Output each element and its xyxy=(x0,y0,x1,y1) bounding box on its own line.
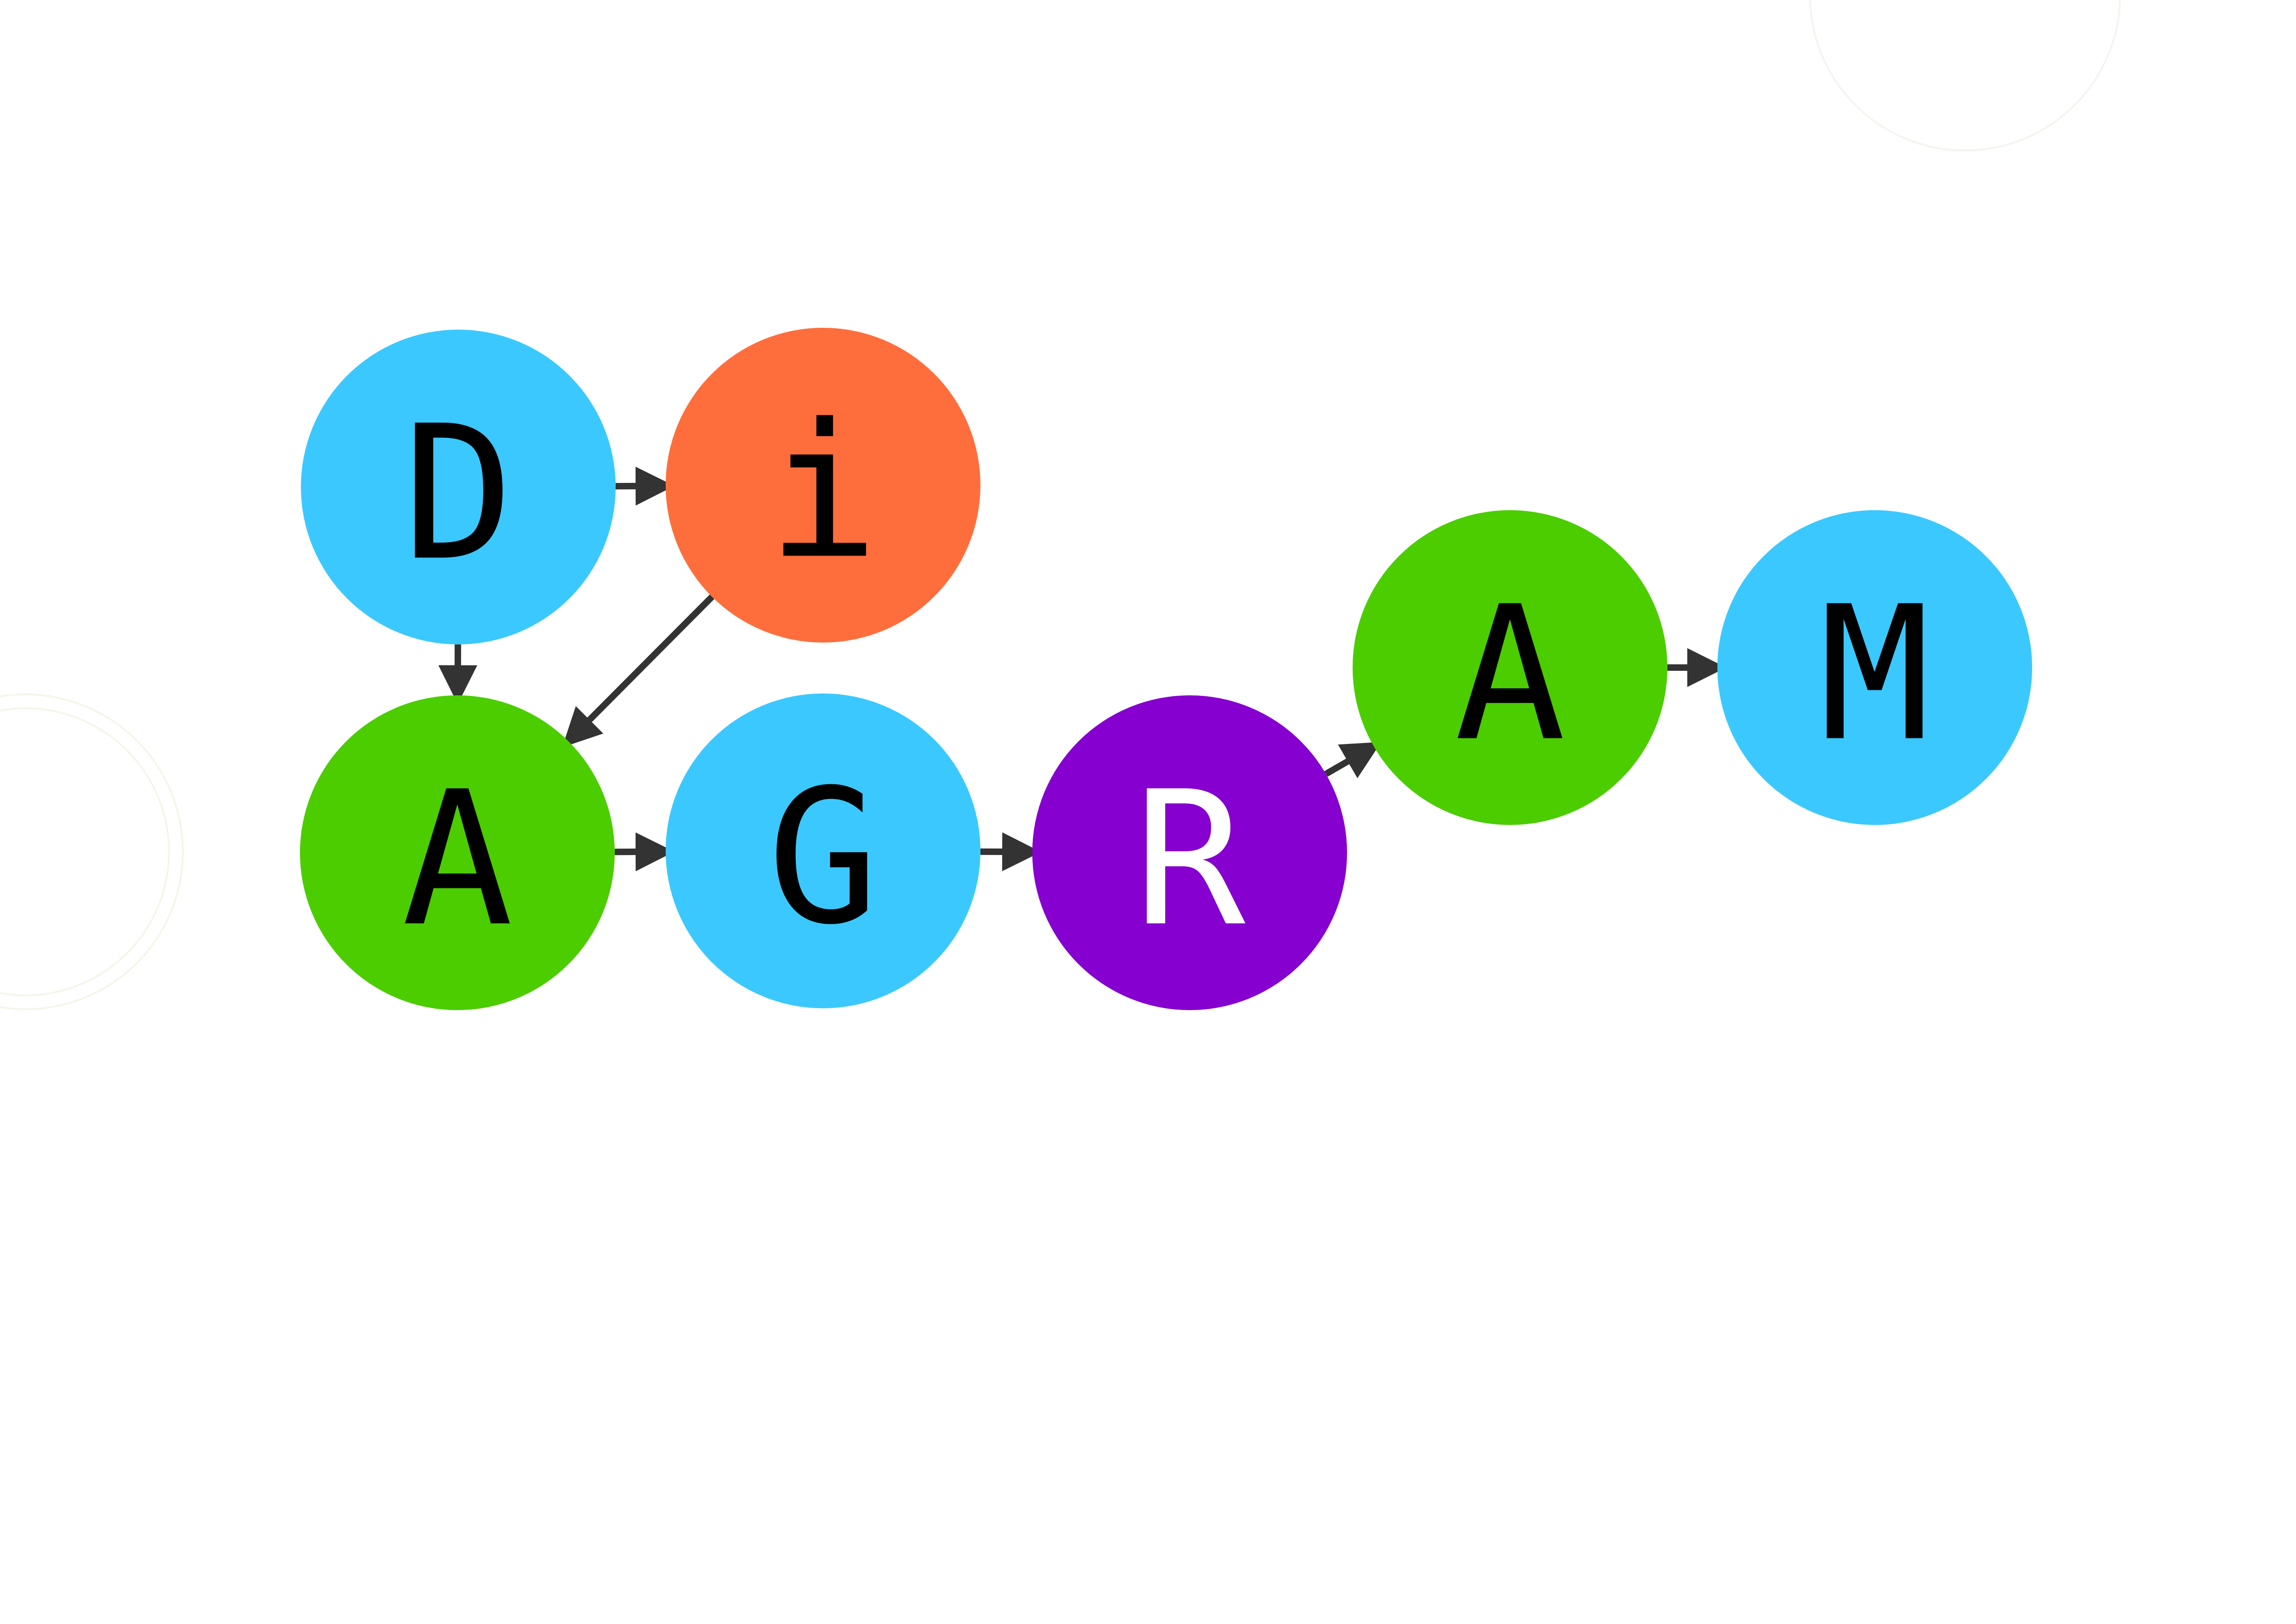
node-r-label: R xyxy=(1134,752,1247,968)
faint-circle-top-right xyxy=(1809,0,2121,151)
node-g[interactable]: G xyxy=(666,693,980,1008)
node-a-second-label: A xyxy=(1454,567,1566,782)
edge-n1-to-n2 xyxy=(615,467,675,506)
nodes-layer: D i A G R A M xyxy=(300,328,2032,1010)
edge-n5-to-n6 xyxy=(1324,742,1382,779)
node-m-label: M xyxy=(1819,567,1931,782)
node-g-circle xyxy=(666,693,980,1008)
node-d-circle xyxy=(301,330,616,644)
edges-layer xyxy=(438,467,1726,872)
faint-circle-left-inner xyxy=(0,707,170,996)
node-a-first-circle xyxy=(300,695,615,1010)
node-d[interactable]: D xyxy=(301,330,616,644)
node-r-circle xyxy=(1032,695,1347,1010)
node-m[interactable]: M xyxy=(1717,510,2032,825)
node-i-label: i xyxy=(767,385,879,600)
node-a-first-label: A xyxy=(402,752,513,968)
edge-n2-to-n3 xyxy=(562,594,715,748)
node-g-label: G xyxy=(767,750,879,966)
faint-circle-left xyxy=(0,693,184,1010)
node-m-circle xyxy=(1717,510,2032,825)
node-i-circle xyxy=(666,328,980,643)
node-r[interactable]: R xyxy=(1032,695,1347,1010)
node-a-second[interactable]: A xyxy=(1353,510,1667,825)
node-d-label: D xyxy=(403,387,514,602)
node-a-second-circle xyxy=(1353,510,1667,825)
node-a-first[interactable]: A xyxy=(300,695,615,1010)
node-i[interactable]: i xyxy=(666,328,980,643)
